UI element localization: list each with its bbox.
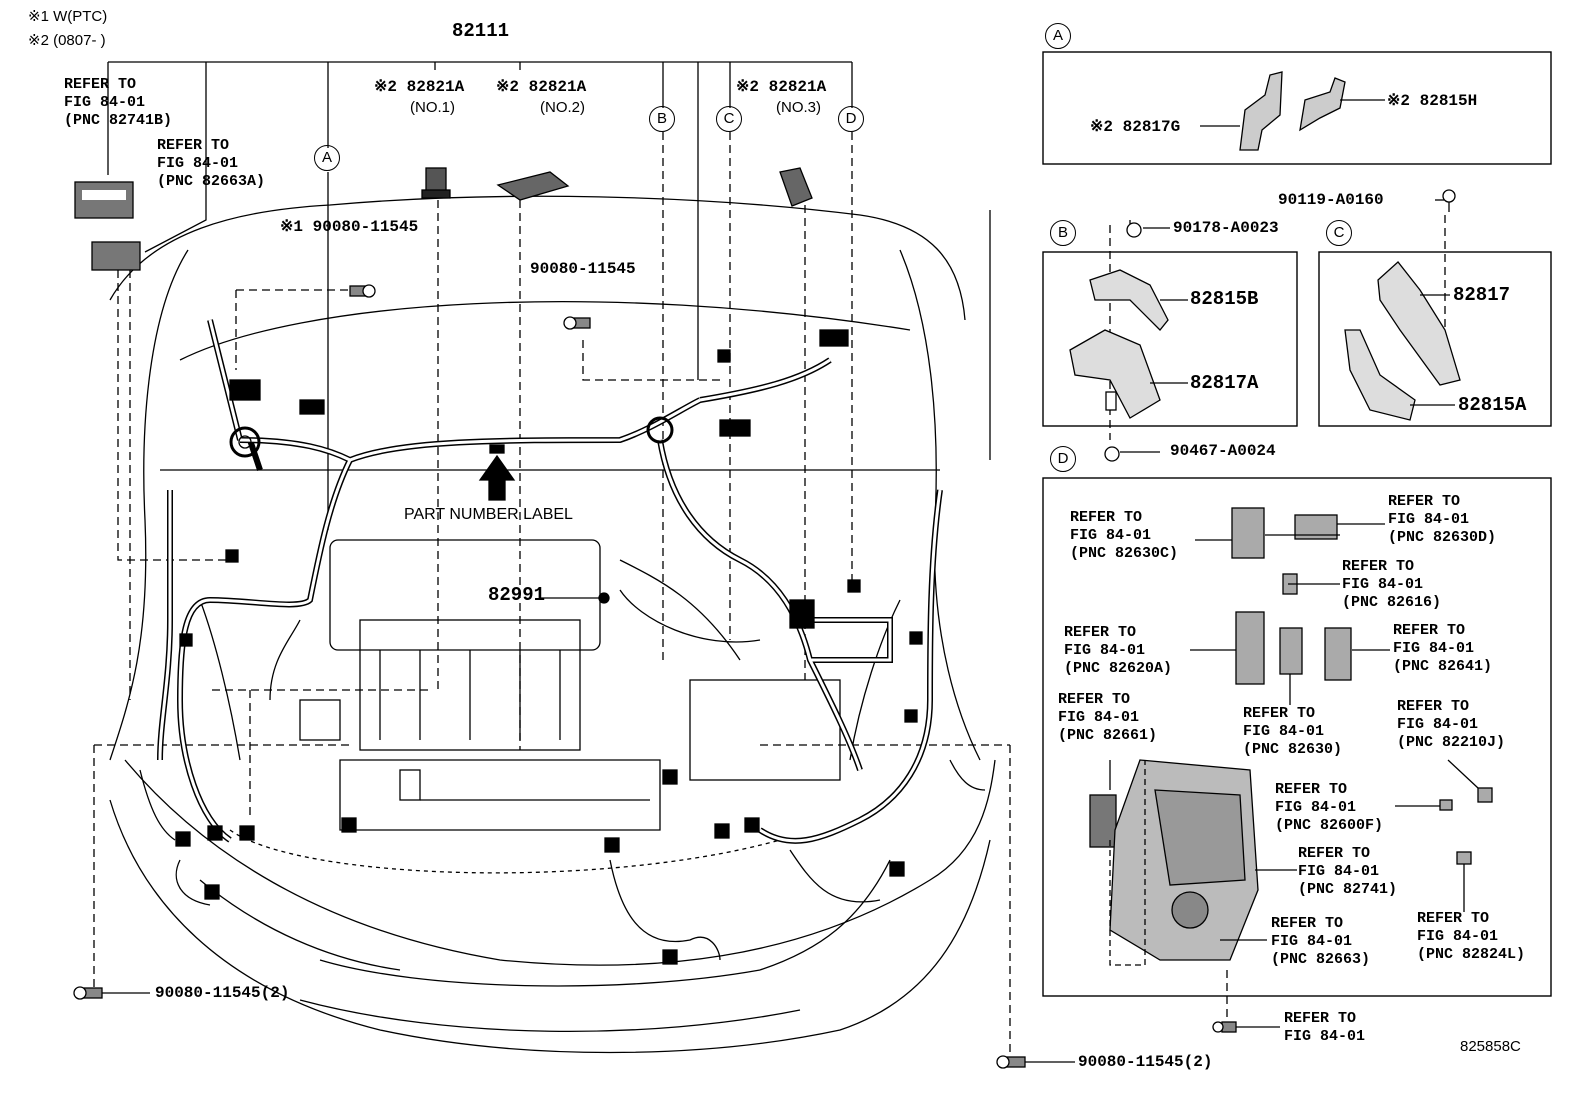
connector-82741B-icon: [74, 181, 134, 219]
detail-box-a: [1042, 51, 1552, 165]
callout-a-main: A: [314, 145, 340, 171]
engine-block: [269, 539, 841, 831]
part-82817A[interactable]: 82817A: [1190, 372, 1259, 394]
callout-a-detail: A: [1045, 23, 1071, 49]
bolt-90080-b-icon: [563, 316, 591, 330]
part-82991[interactable]: 82991: [488, 584, 546, 606]
part-90080-11545-qty2-left[interactable]: 90080-11545(2): [155, 984, 290, 1002]
callout-b-detail: B: [1050, 220, 1076, 246]
bolt-bottom-left-icon: [73, 986, 103, 1000]
clip-82821A-no2-icon: [496, 171, 570, 201]
part-82815H[interactable]: ※2 82815H: [1387, 92, 1478, 110]
part-82817[interactable]: 82817: [1453, 284, 1511, 306]
main-part-number[interactable]: 82111: [452, 20, 510, 42]
detail-box-b: [1042, 251, 1298, 427]
wire-harness-inner: [158, 319, 942, 843]
part-90080-11545[interactable]: 90080-11545: [530, 260, 636, 278]
connector-82663A-icon: [91, 241, 141, 271]
part-82821A-no2-qualifier: (NO.2): [540, 99, 585, 116]
part-82821A-no3-qualifier: (NO.3): [776, 99, 821, 116]
part-90178-A0023[interactable]: 90178-A0023: [1173, 219, 1279, 237]
detail-b-parts: [1069, 220, 1188, 462]
car-body-outline: [109, 195, 996, 1054]
clip-82821A-no1-icon: [421, 167, 451, 199]
detail-boxes: [1042, 51, 1552, 997]
part-82815B[interactable]: 82815B: [1190, 288, 1259, 310]
callout-c-main: C: [716, 106, 742, 132]
part-icons: [73, 167, 1026, 1069]
part-number-label-text: PART NUMBER LABEL: [404, 506, 573, 523]
detail-c-parts: [1344, 189, 1461, 421]
callout-d-detail: D: [1050, 446, 1076, 472]
detail-d-parts: [1089, 507, 1493, 1033]
detail-box-d: [1042, 477, 1552, 997]
part-90080-11545-qty2-right[interactable]: 90080-11545(2): [1078, 1053, 1213, 1071]
connectors: [139, 329, 986, 965]
part-82821A-no3[interactable]: ※2 82821A: [736, 78, 827, 96]
bolt-bottom-right-icon: [996, 1055, 1026, 1069]
wire-harness: [157, 319, 943, 844]
part-82815A[interactable]: 82815A: [1458, 394, 1527, 416]
callout-c-detail: C: [1326, 220, 1352, 246]
note-date-range: ※2 (0807- ): [28, 32, 106, 49]
figure-code: 825858C: [1460, 1038, 1521, 1055]
part-number-label-arrow: [478, 454, 516, 501]
detail-box-c: [1318, 251, 1552, 427]
part-82821A-no1[interactable]: ※2 82821A: [374, 78, 465, 96]
note-ptc: ※1 W(PTC): [28, 8, 108, 25]
clip-82821A-no3-icon: [779, 167, 813, 207]
part-82821A-no1-qualifier: (NO.1): [410, 99, 455, 116]
part-82817G[interactable]: ※2 82817G: [1090, 118, 1181, 136]
part-90080-11545-ptc[interactable]: ※1 90080-11545: [280, 218, 419, 236]
callout-b-main: B: [649, 106, 675, 132]
part-82821A-no2[interactable]: ※2 82821A: [496, 78, 587, 96]
bolt-90080-icon: [349, 284, 376, 298]
part-90467-A0024[interactable]: 90467-A0024: [1170, 442, 1276, 460]
detail-a-parts: [1200, 71, 1385, 151]
part-90119-A0160[interactable]: 90119-A0160: [1278, 191, 1384, 209]
callout-d-main: D: [838, 106, 864, 132]
